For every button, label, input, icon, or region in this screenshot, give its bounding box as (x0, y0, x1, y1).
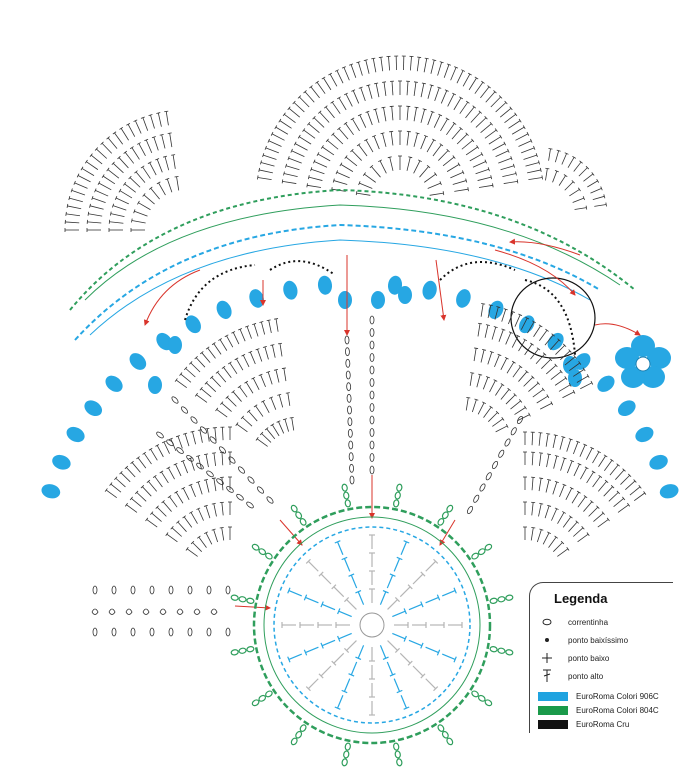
legend-color-blue: EuroRoma Colori 906C (538, 689, 659, 703)
color-swatch (538, 719, 568, 729)
legend-color-green: EuroRoma Colori 804C (538, 703, 659, 717)
dotted-loop-guides (184, 260, 576, 356)
left-chain-row (91, 585, 231, 637)
blue-flower (615, 335, 671, 388)
legend-color-black: EuroRoma Cru (538, 717, 629, 731)
lower-fan-panel-left (104, 426, 232, 557)
legend-label: correntinha (568, 617, 609, 627)
legend-item-slip: ponto baixíssimo (538, 633, 628, 647)
legend-item-single: ponto baixo (538, 651, 609, 665)
lower-fan-panel-right (523, 431, 647, 557)
double-crochet-icon (538, 669, 556, 683)
legend-color-label: EuroRoma Colori 906C (576, 691, 659, 701)
top-fan-panel-right (545, 148, 607, 210)
red-direction-arrows (143, 238, 641, 611)
legend-label: ponto baixo (568, 653, 610, 663)
legend-item-chain: correntinha (538, 615, 608, 629)
center-round-motif (230, 483, 514, 767)
single-crochet-icon (538, 651, 556, 665)
legend-label: ponto alto (568, 671, 604, 681)
legend: Legenda correntinha ponto baixíssimo pon… (529, 582, 673, 733)
legend-label: ponto baixíssimo (568, 635, 629, 645)
legend-item-double: ponto alto (538, 669, 603, 683)
chain-lines (156, 315, 524, 515)
slip-stitch-icon (538, 633, 556, 647)
mid-fan-panel-left (174, 318, 295, 447)
chain-stitch-icon (538, 615, 556, 629)
color-swatch (538, 705, 568, 715)
legend-color-label: EuroRoma Cru (576, 719, 630, 729)
top-fan-panel-center (257, 55, 543, 196)
top-fan-panel-left (64, 110, 180, 232)
mid-fan-panel-right (465, 303, 594, 433)
color-swatch (538, 691, 568, 701)
blue-inner-arc (74, 223, 601, 341)
legend-title: Legenda (554, 591, 608, 606)
green-outer-arc (69, 188, 636, 311)
legend-color-label: EuroRoma Colori 804C (576, 705, 659, 715)
